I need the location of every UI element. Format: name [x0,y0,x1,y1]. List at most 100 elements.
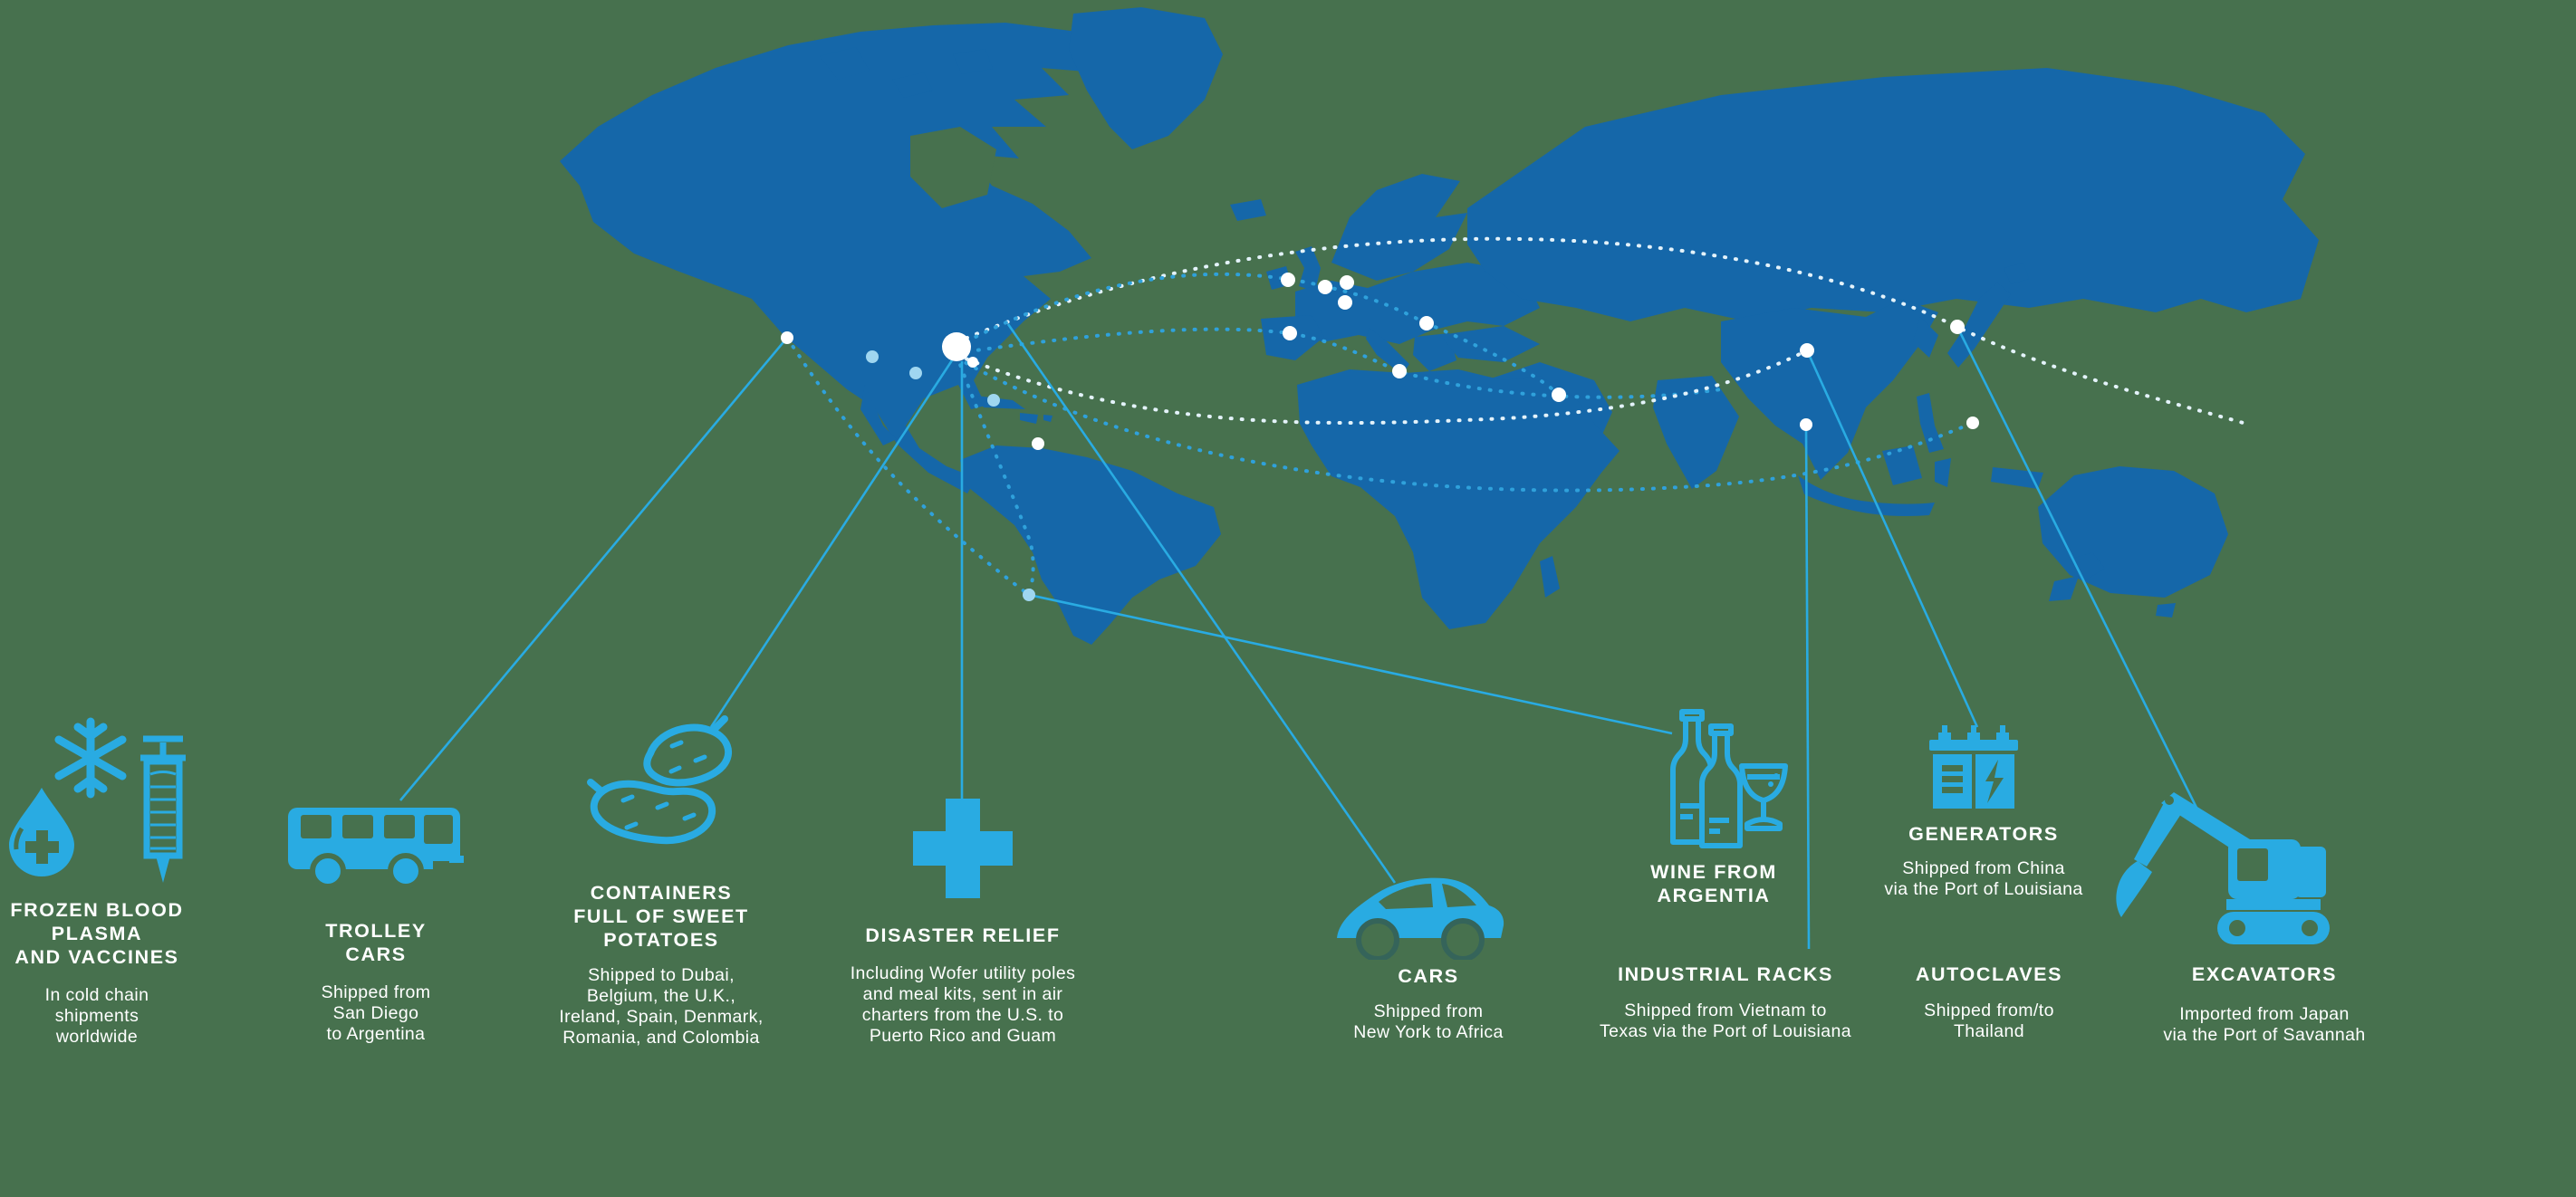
blood-droplet-icon [9,788,74,876]
korea [1913,317,1938,358]
port-dot-san-diego [781,331,793,344]
tasmania [2156,603,2176,618]
route-arc-hub-europe-dubai [955,272,1561,397]
cargo-description: Shipped from China via the Port of Louis… [1884,858,2083,899]
cargo-title: TROLLEY CARS [325,920,427,965]
port-dot-belgium [1318,280,1332,294]
shipping-routes [785,236,2248,597]
north-america [560,23,1123,493]
port-dot-dubai [1552,388,1566,402]
turkey [1440,326,1540,362]
se-asia-islands [1798,445,2043,517]
port-dot-romania [1419,316,1434,330]
russia-asia [1467,68,2319,321]
cargo-block-generators: GENERATORS Shipped from China via the Po… [1802,822,2165,900]
baja [860,385,897,445]
cargo-description: Shipped from San Diego to Argentina [321,982,431,1044]
cargo-block-industrial-racks: INDUSTRIAL RACKS Shipped from Vietnam to… [1517,962,1934,1042]
south-america [960,445,1221,645]
cargo-block-cars: CARS Shipped from New York to Africa [1265,964,1591,1043]
generator-battery-icon [1929,725,2018,809]
cargo-title: CONTAINERS FULL OF SWEET POTATOES [573,882,749,951]
port-dot-inland-us [866,350,879,363]
port-dot-denmark [1340,275,1354,290]
arctic-islands [820,47,993,98]
cargo-block-disaster-relief: DISASTER RELIEF Including Wofer utility … [773,924,1153,1047]
hudson-bay [910,127,996,208]
route-arc-hub-china [955,349,1809,426]
cargo-description: Shipped from/to Thailand [1924,1001,2054,1041]
cargo-description: Shipped from New York to Africa [1353,1001,1504,1042]
cargo-block-frozen-blood-plasma: FROZEN BLOOD PLASMA AND VACCINES In cold… [0,898,260,1048]
leader-line-potatoes [709,357,956,728]
port-dot-spain [1283,326,1297,340]
cargo-description: Shipped to Dubai, Belgium, the U.K., Ire… [559,965,764,1048]
port-dot-central-europe [1338,295,1352,310]
cargo-block-excavators: EXCAVATORS Imported from Japan via the P… [2074,962,2455,1046]
cargo-description: In cold chain shipments worldwide [44,985,149,1047]
cargo-description: Including Wofer utility poles and meal k… [850,963,1076,1046]
continents [560,7,2319,645]
port-dot-argentina [1023,589,1035,601]
snowflake-droplet-syringe-icon [9,717,186,883]
greenland [1069,7,1223,149]
australia [2038,466,2228,598]
port-dot-caribbean [987,394,1000,407]
scandinavia [1331,174,1467,281]
cargo-title: GENERATORS [1908,823,2059,845]
africa [1297,369,1620,629]
cargo-block-wine-from-argentia: WINE FROM ARGENTIA [1551,860,1877,907]
port-dot-guam [1966,417,1979,429]
snowflake-icon [54,717,127,799]
sweet-potatoes-icon [587,715,733,845]
port-dot-hub [942,332,971,361]
cargo-title: EXCAVATORS [2191,963,2338,985]
leader-line-trolley [399,337,788,801]
route-arc-hub-guam [955,356,1975,493]
cargo-title: AUTOCLAVES [1915,963,2063,985]
italy [1366,328,1409,375]
leader-line-excavators [1956,326,2201,814]
port-dot-colombia [1032,437,1044,450]
madagascar [1540,556,1560,598]
port-dot-mediterranean [1392,364,1407,378]
east-asia [1721,299,1938,480]
cargo-title: CARS [1398,965,1459,987]
port-dot-japan [1950,320,1965,334]
wine-bottles-glass-icon [1670,709,1788,848]
car-icon [1337,877,1504,960]
leader-lines [399,323,2201,950]
united-kingdom [1295,246,1321,292]
cargo-description: Imported from Japan via the Port of Sava… [2163,1004,2366,1045]
trolley-bus-icon [288,808,464,889]
leader-line-cars [1006,323,1397,884]
europe [1295,263,1540,344]
cargo-title: WINE FROM ARGENTIA [1650,861,1777,906]
port-dot-hub-small [967,357,978,368]
cargo-title: DISASTER RELIEF [865,924,1061,946]
port-dot-china [1800,343,1814,358]
cargo-title: INDUSTRIAL RACKS [1618,963,1833,985]
medical-cross-icon [913,799,1013,898]
new-zealand [2049,552,2105,601]
route-arc-hub-japan [955,236,2248,426]
balkans [1413,333,1456,371]
cargo-title: FROZEN BLOOD PLASMA AND VACCINES [10,899,184,968]
leader-line-wine [1028,593,1673,735]
iceland [1230,199,1266,221]
cargo-block-sweet-potatoes: CONTAINERS FULL OF SWEET POTATOES Shippe… [489,881,833,1049]
route-arc-hub-mediterranean [955,327,1723,399]
cargo-block-autoclaves: AUTOCLAVES Shipped from/to Thailand [1826,962,2152,1042]
port-dots [781,273,1979,601]
excavator-icon [2116,792,2330,944]
leader-line-generators [1805,350,1979,728]
port-dot-louisiana [909,367,922,379]
india [1653,376,1739,489]
route-arc-hub-argentina [955,353,1035,597]
japan [1947,263,2029,368]
leader-line-industrial-racks [1804,424,1811,950]
syringe-icon [140,735,186,883]
cargo-description: Shipped from Vietnam to Texas via the Po… [1600,1001,1851,1041]
port-dot-ireland [1281,273,1295,287]
